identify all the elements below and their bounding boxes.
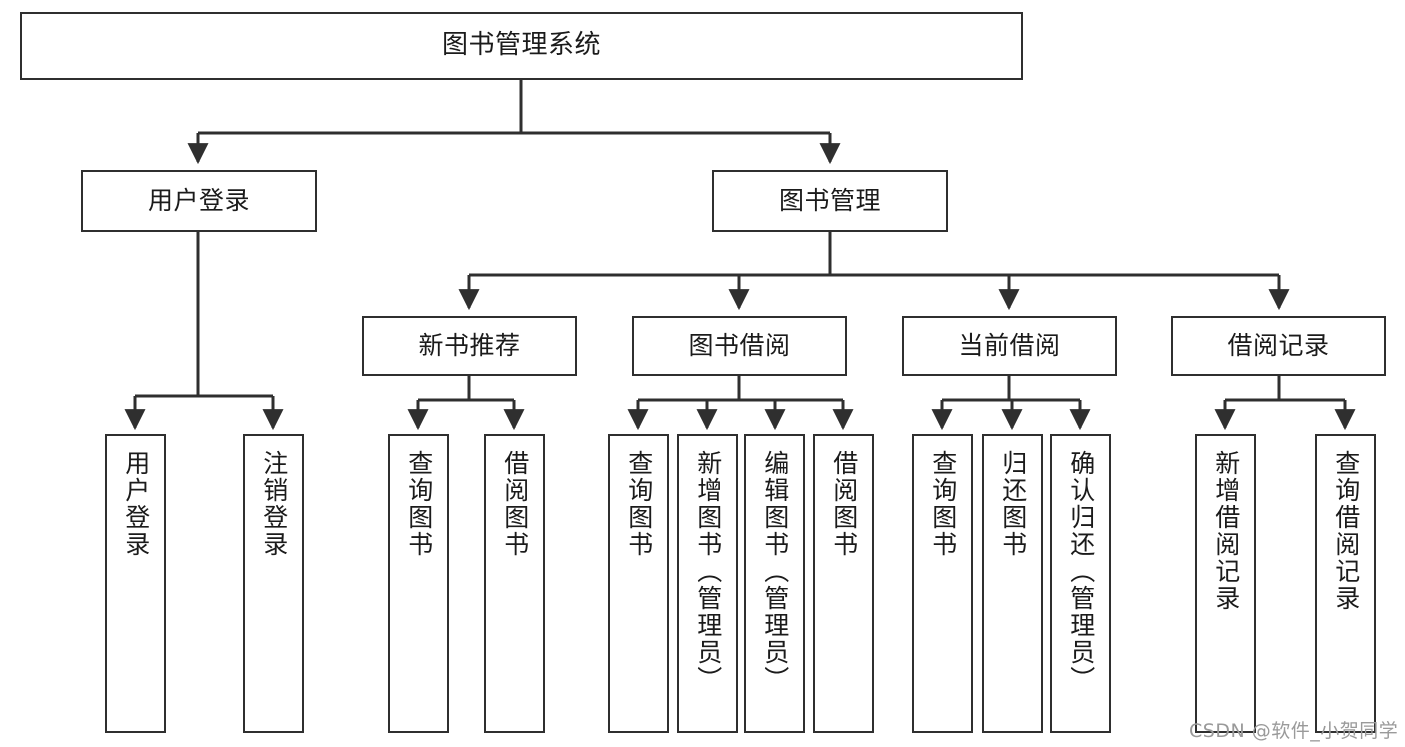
leaf-borrow-book-recommend[interactable]: 借阅图书 bbox=[484, 434, 545, 733]
node-label: 新增图书（管理员） bbox=[693, 450, 723, 693]
node-label: 查询图书 bbox=[624, 450, 654, 558]
node-label: 借阅图书 bbox=[829, 450, 859, 558]
node-label: 图书管理 bbox=[778, 185, 881, 215]
node-borrow-record[interactable]: 借阅记录 bbox=[1171, 316, 1386, 376]
node-label: 图书管理系统 bbox=[441, 30, 601, 61]
node-label: 编辑图书（管理员） bbox=[760, 450, 790, 693]
node-label: 用户登录 bbox=[147, 185, 250, 215]
node-label: 查询图书 bbox=[928, 450, 958, 558]
leaf-return-book[interactable]: 归还图书 bbox=[982, 434, 1043, 733]
node-book-management[interactable]: 图书管理 bbox=[712, 170, 948, 232]
node-label: 查询图书 bbox=[404, 450, 434, 558]
leaf-add-book-admin[interactable]: 新增图书（管理员） bbox=[677, 434, 738, 733]
leaf-query-borrow-record[interactable]: 查询借阅记录 bbox=[1315, 434, 1376, 733]
node-new-book-recommend[interactable]: 新书推荐 bbox=[362, 316, 577, 376]
node-label: 当前借阅 bbox=[958, 330, 1061, 360]
leaf-query-book-current[interactable]: 查询图书 bbox=[912, 434, 973, 733]
node-label: 归还图书 bbox=[998, 450, 1028, 558]
node-label: 新增借阅记录 bbox=[1211, 450, 1241, 612]
node-label: 图书借阅 bbox=[688, 330, 791, 360]
node-label: 查询借阅记录 bbox=[1331, 450, 1361, 612]
leaf-edit-book-admin[interactable]: 编辑图书（管理员） bbox=[744, 434, 805, 733]
leaf-query-book-borrow[interactable]: 查询图书 bbox=[608, 434, 669, 733]
csdn-watermark: CSDN @软件_小贺同学 bbox=[1189, 720, 1399, 742]
leaf-borrow-book[interactable]: 借阅图书 bbox=[813, 434, 874, 733]
node-label: 确认归还（管理员） bbox=[1066, 450, 1096, 693]
node-current-borrow[interactable]: 当前借阅 bbox=[902, 316, 1117, 376]
node-label: 用户登录 bbox=[121, 450, 151, 558]
leaf-logout-login[interactable]: 注销登录 bbox=[243, 434, 304, 733]
node-user-login[interactable]: 用户登录 bbox=[81, 170, 317, 232]
leaf-query-book-recommend[interactable]: 查询图书 bbox=[388, 434, 449, 733]
node-root-book-management-system[interactable]: 图书管理系统 bbox=[20, 12, 1023, 80]
node-label: 新书推荐 bbox=[418, 330, 521, 360]
leaf-confirm-return-admin[interactable]: 确认归还（管理员） bbox=[1050, 434, 1111, 733]
node-book-borrow[interactable]: 图书借阅 bbox=[632, 316, 847, 376]
node-label: 注销登录 bbox=[259, 450, 289, 558]
node-label: 借阅记录 bbox=[1227, 330, 1330, 360]
leaf-add-borrow-record[interactable]: 新增借阅记录 bbox=[1195, 434, 1256, 733]
node-label: 借阅图书 bbox=[500, 450, 530, 558]
leaf-user-login[interactable]: 用户登录 bbox=[105, 434, 166, 733]
